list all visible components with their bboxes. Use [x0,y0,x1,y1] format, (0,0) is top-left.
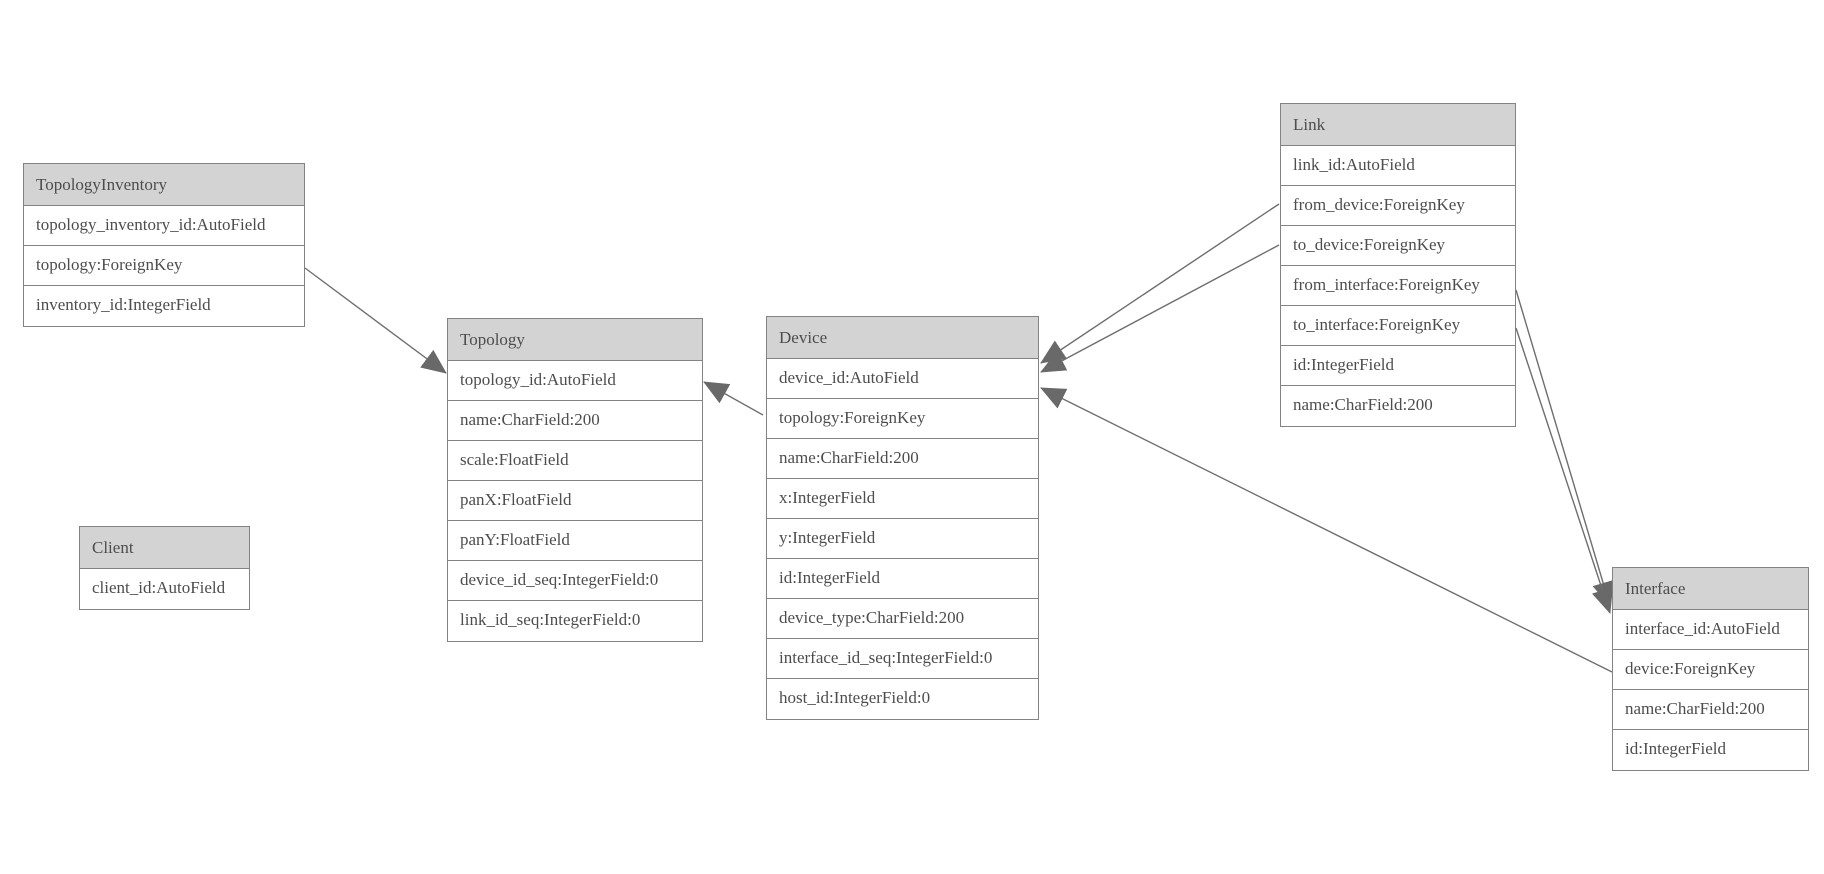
field-row: scale:FloatField [448,441,702,481]
field-row: name:CharField:200 [1281,386,1515,426]
field-row: inventory_id:IntegerField [24,286,304,326]
field-row: name:CharField:200 [448,401,702,441]
field-row: interface_id_seq:IntegerField:0 [767,639,1038,679]
field-row: device_type:CharField:200 [767,599,1038,639]
field-row: id:IntegerField [1613,730,1808,770]
entity-device: Device device_id:AutoField topology:Fore… [766,316,1039,720]
field-row: interface_id:AutoField [1613,610,1808,650]
field-row: x:IntegerField [767,479,1038,519]
entity-interface: Interface interface_id:AutoField device:… [1612,567,1809,771]
field-row: from_device:ForeignKey [1281,186,1515,226]
field-row: device:ForeignKey [1613,650,1808,690]
field-row: panY:FloatField [448,521,702,561]
field-row: topology:ForeignKey [24,246,304,286]
field-row: topology_id:AutoField [448,361,702,401]
entity-client: Client client_id:AutoField [79,526,250,610]
field-row: name:CharField:200 [1613,690,1808,730]
field-row: device_id:AutoField [767,359,1038,399]
field-row: id:IntegerField [767,559,1038,599]
entity-interface-title: Interface [1613,568,1808,610]
relation-interface-device-line [1040,387,1613,673]
entity-link-title: Link [1281,104,1515,146]
entity-topology-inventory-title: TopologyInventory [24,164,304,206]
entity-link: Link link_id:AutoField from_device:Forei… [1280,103,1516,427]
field-row: to_device:ForeignKey [1281,226,1515,266]
field-row: device_id_seq:IntegerField:0 [448,561,702,601]
relation-link-frominterface-interface-line [1515,289,1614,607]
field-row: to_interface:ForeignKey [1281,306,1515,346]
relation-device-topology-line [703,381,764,416]
field-row: panX:FloatField [448,481,702,521]
entity-topology: Topology topology_id:AutoField name:Char… [447,318,703,642]
relation-link-todevice-device-line [1040,244,1280,373]
field-row: from_interface:ForeignKey [1281,266,1515,306]
entity-topology-title: Topology [448,319,702,361]
field-row: link_id:AutoField [1281,146,1515,186]
field-row: name:CharField:200 [767,439,1038,479]
relation-link-tointerface-interface-line [1515,327,1613,614]
field-row: host_id:IntegerField:0 [767,679,1038,719]
field-row: y:IntegerField [767,519,1038,559]
field-row: topology:ForeignKey [767,399,1038,439]
relation-topologyinventory-topology-line [304,267,447,374]
entity-client-title: Client [80,527,249,569]
entity-topology-inventory: TopologyInventory topology_inventory_id:… [23,163,305,327]
relation-link-fromdevice-device-line [1040,203,1280,364]
field-row: client_id:AutoField [80,569,249,609]
field-row: id:IntegerField [1281,346,1515,386]
field-row: link_id_seq:IntegerField:0 [448,601,702,641]
entity-device-title: Device [767,317,1038,359]
field-row: topology_inventory_id:AutoField [24,206,304,246]
